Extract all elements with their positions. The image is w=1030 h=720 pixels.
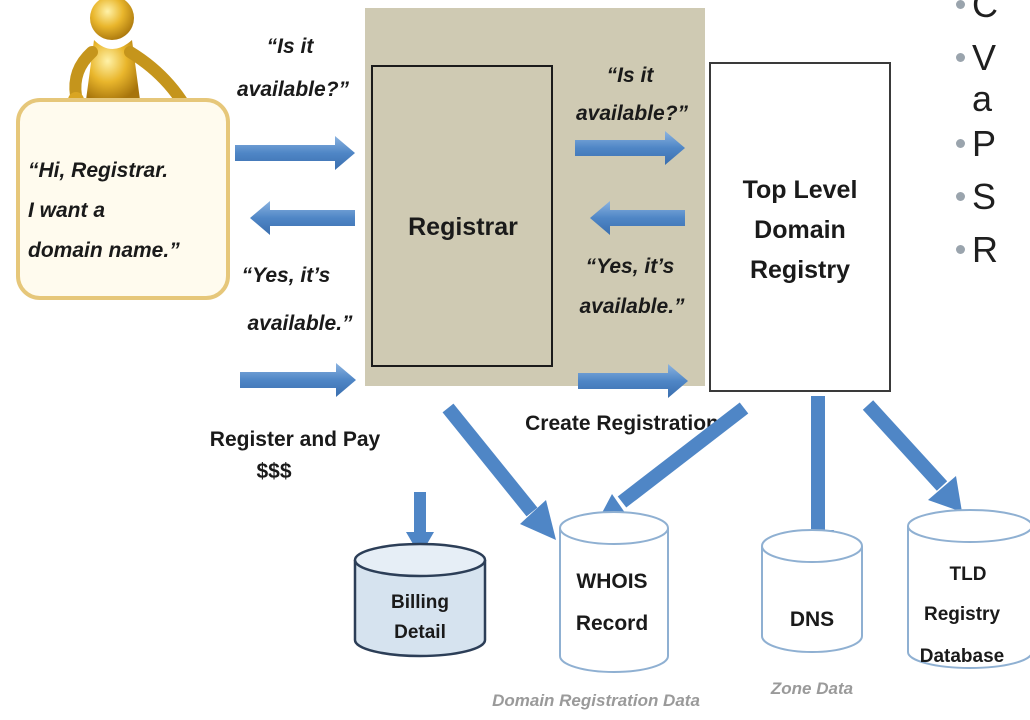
register-pay-line1: Register and Pay [210, 428, 381, 451]
mid-query-line1: “Is it [607, 64, 655, 87]
bullet-dot-icon [956, 192, 965, 201]
arrow-register-pay [240, 363, 356, 397]
billing-line1: Billing [391, 592, 449, 613]
arrow-query-to-registrar [235, 136, 355, 170]
arrow-create-registration [578, 364, 688, 398]
left-reply-line2: available.” [247, 312, 353, 335]
registry-label-line3: Registry [750, 256, 850, 284]
registry-label-line2: Domain [754, 216, 846, 244]
dns-label: DNS [790, 608, 834, 631]
bullet-dot-icon [956, 245, 965, 254]
whois-line2: Record [576, 612, 648, 635]
arrow-query-to-registry [575, 131, 685, 165]
speech-line3: domain name.” [28, 239, 180, 262]
whois-line1: WHOIS [576, 570, 647, 593]
speech-line1: “Hi, Registrar. [28, 159, 168, 182]
arrow-registrar-to-whois [442, 403, 556, 540]
left-query-line1: “Is it [267, 35, 315, 58]
left-reply-line1: “Yes, it’s [242, 264, 331, 287]
billing-database: Billing Detail [353, 542, 487, 658]
arrow-reply-to-registrar [590, 201, 685, 235]
caption-zone-data: Zone Data [770, 679, 853, 698]
caption-domain-registration-data: Domain Registration Data [492, 691, 700, 710]
billing-line2: Detail [394, 622, 446, 643]
bullet-item: S [948, 176, 998, 229]
registry-box [709, 62, 891, 392]
bullet-dot-icon [956, 139, 965, 148]
speech-balloon [16, 98, 230, 300]
register-pay-line2: $$$ [256, 460, 291, 483]
bullet-dot-icon [956, 0, 965, 9]
left-query-line2: available?” [237, 78, 350, 101]
bullet-dot-icon [956, 53, 965, 62]
registrar-box [371, 65, 553, 367]
arrow-reply-to-person [250, 201, 355, 235]
arrow-registry-to-tld [862, 400, 962, 512]
tld-line1: TLD [950, 564, 987, 585]
registry-label-line1: Top Level [743, 176, 858, 204]
bullet-item: C [948, 0, 998, 37]
speech-line2: I want a [28, 199, 105, 222]
dns-database: DNS [761, 529, 863, 653]
tld-database: TLD Registry Database [907, 509, 1030, 669]
registrar-label: Registrar [408, 213, 518, 241]
registrar-background [365, 8, 705, 386]
whois-database: WHOIS Record [559, 511, 669, 673]
create-registration-label: Create Registration [525, 412, 719, 435]
mid-query-line2: available?” [576, 102, 689, 125]
bullet-item: R [948, 229, 998, 282]
tld-line3: Database [920, 646, 1005, 667]
tld-line2: Registry [924, 604, 1000, 625]
mid-reply-line1: “Yes, it’s [586, 255, 675, 278]
mid-reply-line2: available.” [579, 295, 685, 318]
bullet-item: P [948, 123, 998, 176]
